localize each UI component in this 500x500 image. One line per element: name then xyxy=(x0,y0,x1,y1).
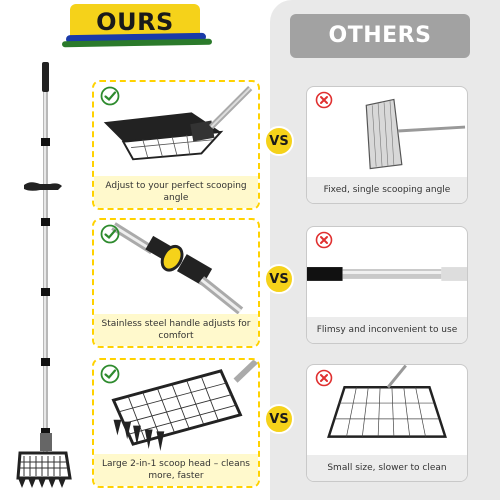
ours-feature-caption: Stainless steel handle adjusts for comfo… xyxy=(94,314,258,346)
x-circle-icon xyxy=(315,369,333,387)
others-feature-card-handle: Flimsy and inconvenient to use xyxy=(306,226,468,344)
ours-feature-caption: Adjust to your perfect scooping angle xyxy=(94,176,258,208)
fixed-angle-scoop-image xyxy=(365,98,466,170)
check-circle-icon xyxy=(100,86,120,106)
others-feature-card-scoop: Small size, slower to clean xyxy=(306,364,468,482)
others-title: OTHERS xyxy=(328,23,432,48)
small-scoop-image xyxy=(327,365,447,438)
ours-feature-card-scoop: Large 2-in-1 scoop head – cleans more, f… xyxy=(92,358,260,488)
check-circle-icon xyxy=(100,224,120,244)
check-circle-icon xyxy=(100,364,120,384)
flimsy-handle-image xyxy=(307,267,467,281)
ours-feature-caption: Large 2-in-1 scoop head – cleans more, f… xyxy=(94,454,258,486)
others-feature-caption: Small size, slower to clean xyxy=(307,455,467,481)
ours-title: OURS xyxy=(96,8,174,36)
others-feature-caption: Flimsy and inconvenient to use xyxy=(307,317,467,343)
large-scoop-head-image xyxy=(111,360,258,451)
stainless-handle-image xyxy=(111,222,244,315)
adjustable-angle-scoop-image xyxy=(103,85,253,161)
others-feature-caption: Fixed, single scooping angle xyxy=(307,177,467,203)
ours-feature-card-angle: Adjust to your perfect scooping angle xyxy=(92,80,260,210)
vs-badge: VS xyxy=(264,264,294,294)
vs-badge: VS xyxy=(264,126,294,156)
ours-banner: OURS xyxy=(61,4,213,48)
pooper-scooper-pole-illustration xyxy=(16,62,72,488)
x-circle-icon xyxy=(315,91,333,109)
x-circle-icon xyxy=(315,231,333,249)
others-feature-card-angle: Fixed, single scooping angle xyxy=(306,86,468,204)
vs-badge: VS xyxy=(264,404,294,434)
ours-feature-card-handle: Stainless steel handle adjusts for comfo… xyxy=(92,218,260,348)
others-banner: OTHERS xyxy=(290,14,470,58)
